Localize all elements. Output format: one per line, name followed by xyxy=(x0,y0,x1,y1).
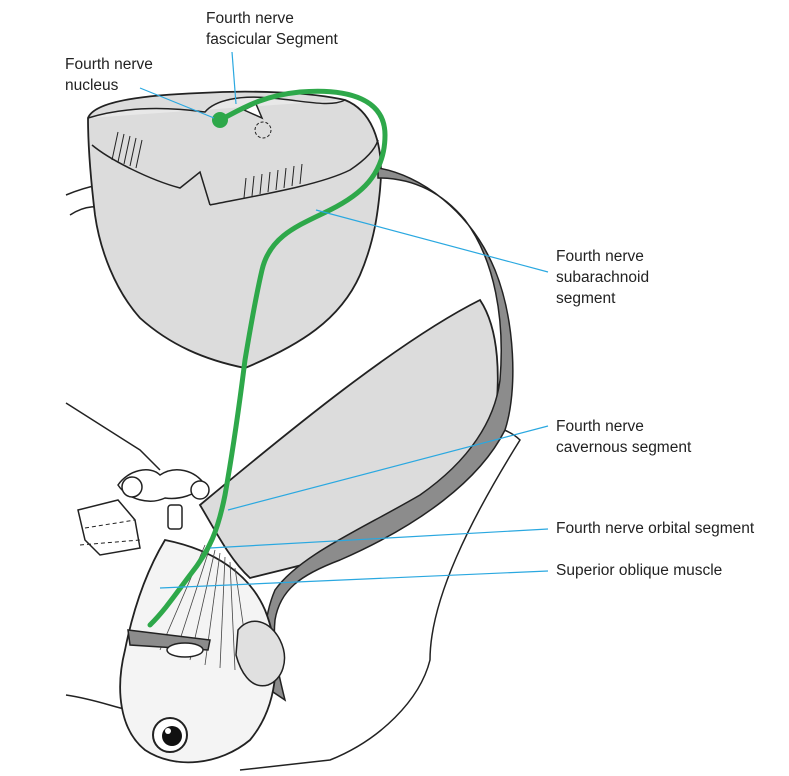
label-fascicular-segment: Fourth nerve fascicular Segment xyxy=(206,10,338,48)
eyeball-highlight xyxy=(165,728,171,734)
leader-cavernous xyxy=(227,425,549,511)
foramen-right xyxy=(190,480,210,500)
hatch-marks-right xyxy=(243,163,303,199)
leader-superior-oblique xyxy=(159,570,549,589)
leader-orbital xyxy=(209,528,549,549)
hatch-marks-left xyxy=(111,131,143,169)
label-orbital-segment: Fourth nerve orbital segment xyxy=(556,520,755,537)
label-nucleus: Fourth nerve nucleus xyxy=(65,56,153,94)
cerebral-peduncle-left xyxy=(91,144,211,206)
midbrain-top-surface xyxy=(87,96,346,119)
leader-lines xyxy=(139,51,549,589)
contralateral-nucleus-outline xyxy=(254,121,272,139)
trochlear-canal xyxy=(167,504,183,530)
lacrimal-gland xyxy=(235,620,286,687)
eyeball-iris xyxy=(162,726,182,746)
leader-nucleus xyxy=(139,87,215,119)
label-cavernous-segment: Fourth nerve cavernous segment xyxy=(556,418,692,456)
fourth-nerve-path xyxy=(147,88,388,628)
leader-subarachnoid xyxy=(315,209,549,273)
fourth-nerve-nucleus-dot xyxy=(212,112,228,128)
midbrain-section xyxy=(87,90,382,369)
cerebral-peduncle-right xyxy=(209,139,379,206)
label-subarachnoid-segment: Fourth nerve subarachnoid segment xyxy=(556,248,650,307)
label-superior-oblique-muscle: Superior oblique muscle xyxy=(556,562,723,579)
foramen-left xyxy=(121,476,143,498)
trochlea xyxy=(166,642,204,658)
leader-fascicular xyxy=(231,51,237,105)
optic-nerve-dashed xyxy=(79,519,141,546)
